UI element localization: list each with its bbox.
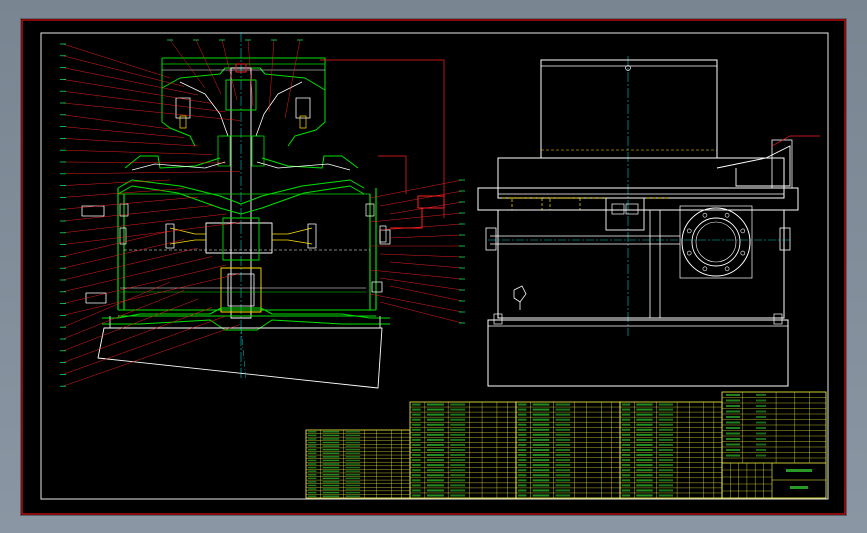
gear-housing-right [287,90,326,147]
leader-line-left [62,281,171,328]
leader-line-right [369,293,463,313]
leader-line-left [62,43,171,79]
top-cover [161,57,326,91]
leader-line-left [62,67,199,96]
inner-frame [40,32,829,500]
flange-bolt [740,250,746,256]
top-tank[interactable] [540,59,718,159]
leader-line-right [389,261,463,269]
drain-valve[interactable] [513,285,527,303]
leader-line-left [62,171,241,175]
leader-line-left [62,90,227,113]
leader-line-right [379,277,463,291]
leader-line-top [195,39,222,95]
base-plate [102,307,390,319]
rotor-hub [205,222,273,254]
leader-line-left [62,298,199,352]
leader-line-left [62,55,185,87]
bom-block[interactable] [409,401,517,499]
flange-bolt [702,212,708,218]
leader-line-top [221,39,238,101]
outlet-flange[interactable] [681,207,751,277]
title-block[interactable] [721,391,827,499]
outer-border [21,19,846,515]
leader-line-left [62,315,227,375]
leader-line-left [62,222,241,245]
left-outlet [81,205,105,217]
leader-line-left [62,324,241,387]
leader-line-left [62,230,171,257]
leader-line-left [62,307,213,363]
leader-line-right [389,201,463,215]
leader-line-right [379,301,463,324]
side-elevation-view [477,56,820,387]
flange-bolt [702,266,708,272]
leader-line-left [62,196,199,210]
right-inlet [417,195,445,209]
leader-line-right [379,253,463,258]
leader-line-left [62,213,227,234]
front-section-view [81,32,445,389]
bom-block[interactable] [515,401,621,499]
part-leader-lines [60,39,465,387]
bom-block[interactable] [619,401,723,499]
bom-block[interactable] [305,429,411,499]
foundation-block [97,327,383,389]
leader-line-left [62,273,241,316]
leader-line-right [369,179,463,199]
leader-line-right [379,190,463,207]
flange-bolt-circle [686,212,746,272]
leader-line-left [62,290,185,340]
flange-bolt [724,266,730,272]
leader-line-left [62,247,199,281]
bill-of-materials-table[interactable] [305,391,827,499]
leader-line-top [169,39,206,89]
leader-line-left [62,138,199,147]
flange-bolt [740,228,746,234]
leader-line-top [268,39,275,113]
leader-line-top [284,39,301,119]
lower-bearing-housing [220,267,262,313]
gear-housing-left [161,88,196,147]
leader-line-left [62,188,185,198]
cad-viewport[interactable] [20,18,847,516]
leader-line-left [62,114,171,130]
leader-line-left [62,205,213,222]
leader-line-left [62,149,213,155]
flange-bolt [686,228,692,234]
main-housing[interactable] [497,209,785,319]
leader-line-right [369,269,463,280]
leader-line-left [62,264,227,304]
side-foundation[interactable] [487,319,789,387]
flange-bolt [724,212,730,218]
leader-line-left [62,126,185,138]
leader-line-right [389,285,463,302]
leader-line-left [62,256,213,293]
distribution-cone [117,179,365,205]
height-dimension [320,59,445,218]
leader-line-left [62,102,241,121]
flange-bolt [686,250,692,256]
engineering-drawing [21,19,846,515]
gearbox[interactable] [605,197,645,231]
leader-line-right [389,234,463,239]
upper-body[interactable] [497,157,785,199]
leader-line-left [62,179,171,186]
leader-line-right [369,212,463,223]
leader-line-right [379,223,463,231]
leader-line-left [62,79,213,104]
main-shaft [230,67,252,319]
leader-line-left [62,161,227,164]
feed-pipe[interactable] [716,145,791,187]
leader-line-top [247,39,254,107]
upper-bowl [124,155,221,169]
leader-line-left [62,239,185,269]
